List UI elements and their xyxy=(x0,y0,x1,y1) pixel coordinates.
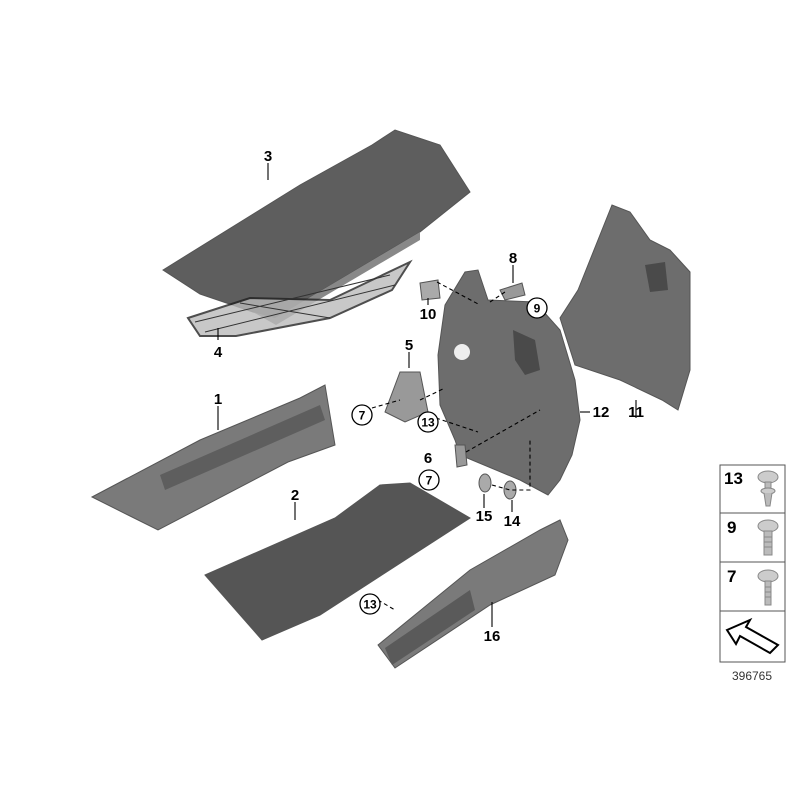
callout-12: 12 xyxy=(593,404,610,421)
callout-7-holder: 7 xyxy=(426,474,433,488)
callout-13-sill: 13 xyxy=(363,598,377,612)
part-4-net[interactable] xyxy=(186,259,413,337)
part-1-trim[interactable] xyxy=(90,384,336,531)
part-5-bracket[interactable] xyxy=(384,371,429,423)
legend-label-7: 7 xyxy=(727,567,736,586)
callout-9: 9 xyxy=(534,302,541,316)
part-12-side-panel[interactable] xyxy=(437,269,581,496)
callout-13-panel: 13 xyxy=(421,416,435,430)
callout-6: 6 xyxy=(424,450,432,467)
part-8-latch[interactable] xyxy=(499,282,526,301)
callout-4: 4 xyxy=(214,344,223,361)
callout-3: 3 xyxy=(264,148,272,165)
callout-7-bracket: 7 xyxy=(359,409,366,423)
direction-arrow-icon xyxy=(725,617,780,655)
clip-rivet-icon xyxy=(757,470,779,507)
part-6-holder[interactable] xyxy=(454,444,468,468)
legend-label-13: 13 xyxy=(724,469,743,488)
reference-number: 396765 xyxy=(732,669,772,683)
torx-screw-icon xyxy=(757,519,779,556)
part-15-nut[interactable] xyxy=(478,473,492,493)
callout-10: 10 xyxy=(420,306,437,323)
callout-15: 15 xyxy=(476,508,493,525)
part-2-floor-mat[interactable] xyxy=(204,482,471,641)
callout-14: 14 xyxy=(504,513,521,530)
torx-screw-icon xyxy=(757,569,779,606)
callout-1: 1 xyxy=(214,391,222,408)
callout-11: 11 xyxy=(628,404,644,421)
callout-5: 5 xyxy=(405,337,413,354)
legend-label-9: 9 xyxy=(727,518,736,537)
fastener-legend: 13 9 7 xyxy=(719,464,786,663)
part-10-clip[interactable] xyxy=(419,279,441,301)
part-11-side-panel[interactable] xyxy=(559,204,691,411)
callout-2: 2 xyxy=(291,487,299,504)
callout-8: 8 xyxy=(509,250,517,267)
callout-16: 16 xyxy=(484,628,501,645)
part-16-sill[interactable] xyxy=(377,519,569,669)
